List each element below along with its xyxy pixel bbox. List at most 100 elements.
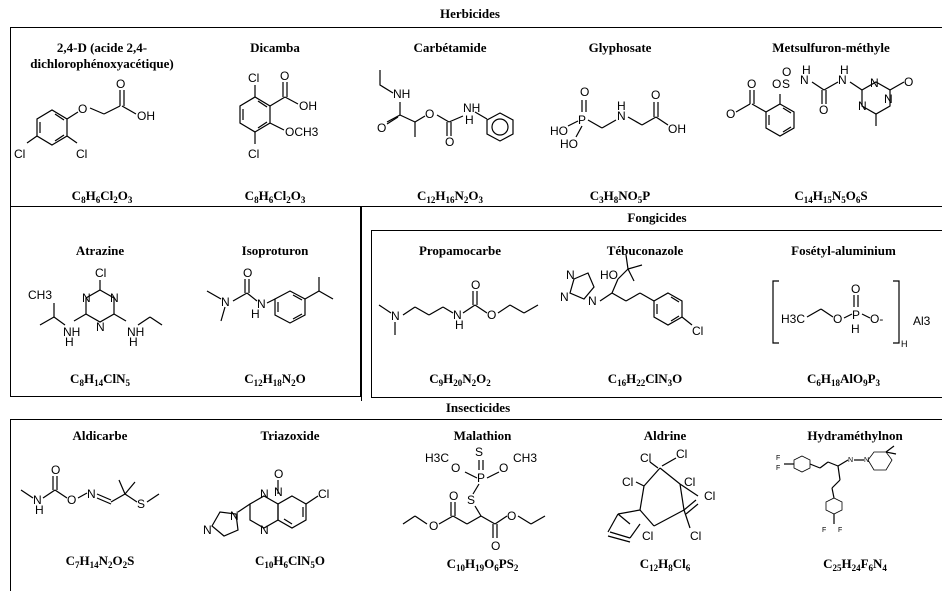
svg-text:O: O [425, 107, 434, 121]
compound-name: Tébuconazole [606, 243, 684, 258]
formula-glyphosate: C3H8NO5P [589, 188, 651, 205]
compound-name: Fosétyl-aluminium [791, 243, 896, 258]
svg-text:N: N [260, 487, 269, 501]
compound-name: Hydraméthylnon [807, 428, 903, 443]
svg-text:NH: NH [463, 101, 480, 115]
svg-text:N: N [391, 309, 400, 323]
svg-text:O: O [499, 461, 508, 475]
svg-text:NH: NH [127, 325, 144, 339]
svg-text:H: H [840, 63, 849, 77]
svg-text:F: F [838, 527, 842, 534]
svg-text:O: O [445, 135, 454, 149]
compound-name: Triazoxide [260, 428, 320, 443]
svg-text:N: N [864, 457, 869, 464]
svg-text:O: O [471, 278, 480, 292]
formula-malathion: C10H19O6PS2 [446, 556, 519, 573]
svg-text:Cl: Cl [676, 447, 687, 461]
structure-glyphosate: O P HO HO NH O OH [550, 85, 686, 151]
structure-isoproturon: N O NH [206, 266, 334, 324]
svg-text:HO: HO [600, 268, 618, 282]
compound-name: Metsulfuron-méthyle [772, 40, 890, 55]
svg-text:P: P [477, 471, 485, 485]
compound-name: Malathion [453, 428, 512, 443]
svg-text:Cl: Cl [318, 487, 329, 501]
svg-text:P: P [578, 113, 586, 127]
compound-malathion: Malathion S P O H3C O CH3 S O O O O C10H… [395, 428, 570, 588]
svg-text:NH: NH [393, 87, 410, 101]
compound-name: Isoproturon [241, 243, 309, 258]
svg-text:N: N [230, 509, 239, 523]
svg-text:N: N [257, 297, 266, 311]
svg-text:O: O [851, 282, 860, 296]
structure-dicamba: Cl Cl O OH OCH3 [239, 69, 319, 161]
compound-name-line2: dichlorophénoxyacétique) [30, 56, 174, 71]
svg-text:S: S [467, 493, 475, 507]
svg-text:H: H [251, 307, 260, 321]
svg-text:S: S [137, 497, 145, 511]
compound-name: Propamocarbe [418, 243, 502, 258]
svg-text:O: O [782, 65, 791, 79]
svg-text:N: N [453, 308, 462, 322]
svg-text:N: N [33, 493, 42, 507]
formula-carbetamide: C12H16N2O3 [416, 188, 484, 205]
fongicides-outer-box [361, 206, 942, 401]
formula-tebuconazole: C16H22ClN3O [607, 371, 683, 388]
svg-text:H: H [465, 113, 474, 127]
svg-text:F: F [776, 455, 780, 462]
svg-text:NH: NH [63, 325, 80, 339]
compound-name: Atrazine [75, 243, 125, 258]
svg-text:F: F [822, 527, 826, 534]
compound-name: Carbétamide [413, 40, 487, 55]
svg-text:Cl: Cl [704, 489, 715, 503]
svg-text:Cl: Cl [692, 324, 703, 338]
svg-text:H: H [455, 318, 464, 332]
formula-fosetyl: C6H18AlO9P3 [806, 371, 881, 388]
svg-text:O: O [487, 308, 496, 322]
structure-24d: Cl Cl O O OH [14, 77, 155, 161]
svg-text:Cl: Cl [95, 266, 106, 280]
structure-malathion: S P O H3C O CH3 S O O O O [402, 445, 546, 553]
compound-name: 2,4-D (acide 2,4- [56, 40, 148, 55]
compound-name: Dicamba [250, 40, 300, 55]
structure-carbetamide: NH O O O NHH [377, 70, 514, 149]
svg-text:N: N [110, 291, 119, 305]
svg-text:Cl: Cl [76, 147, 87, 161]
svg-text:Al3: Al3 [913, 314, 931, 328]
svg-text:OH: OH [668, 122, 686, 136]
svg-text:N: N [87, 487, 96, 501]
formula-aldrine: C12H8Cl6 [639, 556, 691, 573]
formula-aldicarbe: C7H14N2O2S [65, 553, 135, 570]
svg-text:O: O [819, 103, 828, 117]
compound-name: Aldicarbe [72, 428, 128, 443]
formula-dicamba: C8H6Cl2O3 [244, 188, 306, 205]
svg-text:N: N [82, 291, 91, 305]
formula-propamocarbe: C9H20N2O2 [429, 371, 491, 388]
svg-text:O: O [580, 85, 589, 99]
compound-name: Aldrine [643, 428, 687, 443]
svg-text:CH3: CH3 [28, 288, 52, 302]
svg-text:Cl: Cl [690, 529, 701, 543]
svg-text:N: N [221, 295, 230, 309]
svg-text:H: H [65, 335, 74, 349]
svg-text:O: O [377, 121, 386, 135]
svg-text:O: O [507, 509, 516, 523]
svg-text:Cl: Cl [684, 475, 695, 489]
compound-dicamba: Dicamba Cl Cl O OH OCH3 C8H6Cl2O3 [200, 40, 350, 205]
structure-fosetyl: H H3C O P O H O- Al3 [772, 280, 931, 349]
svg-text:N: N [588, 294, 597, 308]
svg-text:OH: OH [299, 99, 317, 113]
svg-text:N: N [260, 523, 269, 537]
svg-text:O: O [747, 77, 756, 91]
